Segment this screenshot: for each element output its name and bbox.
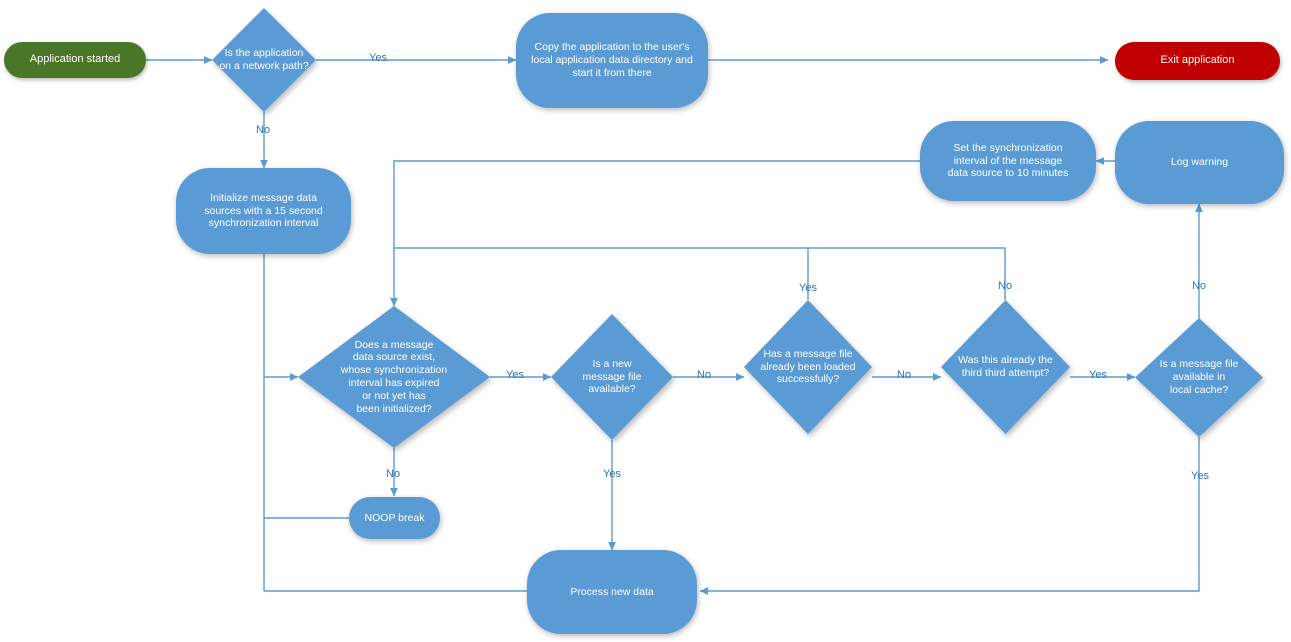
- node-label: Does a message data source exist, whose …: [340, 338, 448, 415]
- edge-label-sourceexists-yes: Yes: [506, 369, 524, 381]
- node-label: Was this already the third third attempt…: [958, 354, 1053, 379]
- node-copy-application[interactable]: Copy the application to the user's local…: [516, 13, 708, 108]
- node-label: Exit application: [1160, 54, 1235, 67]
- node-noop-break[interactable]: NOOP break: [349, 497, 440, 539]
- edge-label-sourceexists-no: No: [386, 468, 401, 480]
- node-label: Copy the application to the user's local…: [531, 41, 693, 79]
- edge-label-thirdattempt-yes: Yes: [1089, 369, 1107, 381]
- node-is-application-on-network-path[interactable]: Is the application on a network path?: [212, 8, 316, 112]
- node-label: Initialize message data sources with a 1…: [204, 191, 323, 230]
- node-is-message-file-in-local-cache[interactable]: Is a message file available in local cac…: [1135, 318, 1263, 437]
- node-label: Is a message file available in local cac…: [1159, 358, 1239, 396]
- node-label: Set the synchronization interval of the …: [947, 141, 1069, 180]
- edge-localcache-yes-to-process: [699, 437, 1200, 595]
- edge-label-loaded-no: No: [897, 369, 912, 381]
- node-label: NOOP break: [364, 511, 425, 524]
- edge-label-thirdattempt-no: No: [998, 280, 1013, 292]
- node-label: Log warning: [1170, 156, 1229, 169]
- node-process-new-data[interactable]: Process new data: [527, 550, 697, 634]
- node-label: Application started: [29, 53, 121, 66]
- edge-label-loaded-yes: Yes: [799, 282, 817, 294]
- node-label: Has a message file already been loaded s…: [760, 347, 856, 386]
- edge-label-network-no: No: [256, 124, 271, 136]
- edge-label-network-yes: Yes: [369, 52, 387, 64]
- edge-retry-rail: [394, 247, 1006, 300]
- node-label: Is the application on a network path?: [219, 47, 309, 72]
- edge-setinterval-loop-to-sourceexists: [390, 160, 920, 307]
- node-is-new-message-file-available[interactable]: Is a new message file available?: [551, 314, 673, 440]
- node-log-warning[interactable]: Log warning: [1115, 121, 1284, 204]
- edge-label-localcache-yes: Yes: [1191, 470, 1209, 482]
- node-set-synchronization-interval[interactable]: Set the synchronization interval of the …: [920, 121, 1096, 201]
- node-has-message-file-been-loaded[interactable]: Has a message file already been loaded s…: [744, 300, 872, 434]
- edge-label-newfile-no: No: [697, 369, 712, 381]
- node-application-started[interactable]: Application started: [4, 42, 146, 78]
- node-does-message-data-source-exist[interactable]: Does a message data source exist, whose …: [298, 306, 490, 448]
- node-label: Is a new message file available?: [582, 357, 642, 396]
- node-initialize-message-data-sources[interactable]: Initialize message data sources with a 1…: [176, 168, 351, 254]
- edge-label-localcache-no: No: [1192, 280, 1207, 292]
- node-exit-application[interactable]: Exit application: [1115, 42, 1280, 80]
- node-was-this-third-attempt[interactable]: Was this already the third third attempt…: [941, 300, 1070, 434]
- edge-label-newfile-yes: Yes: [603, 468, 621, 480]
- node-label: Process new data: [570, 585, 654, 598]
